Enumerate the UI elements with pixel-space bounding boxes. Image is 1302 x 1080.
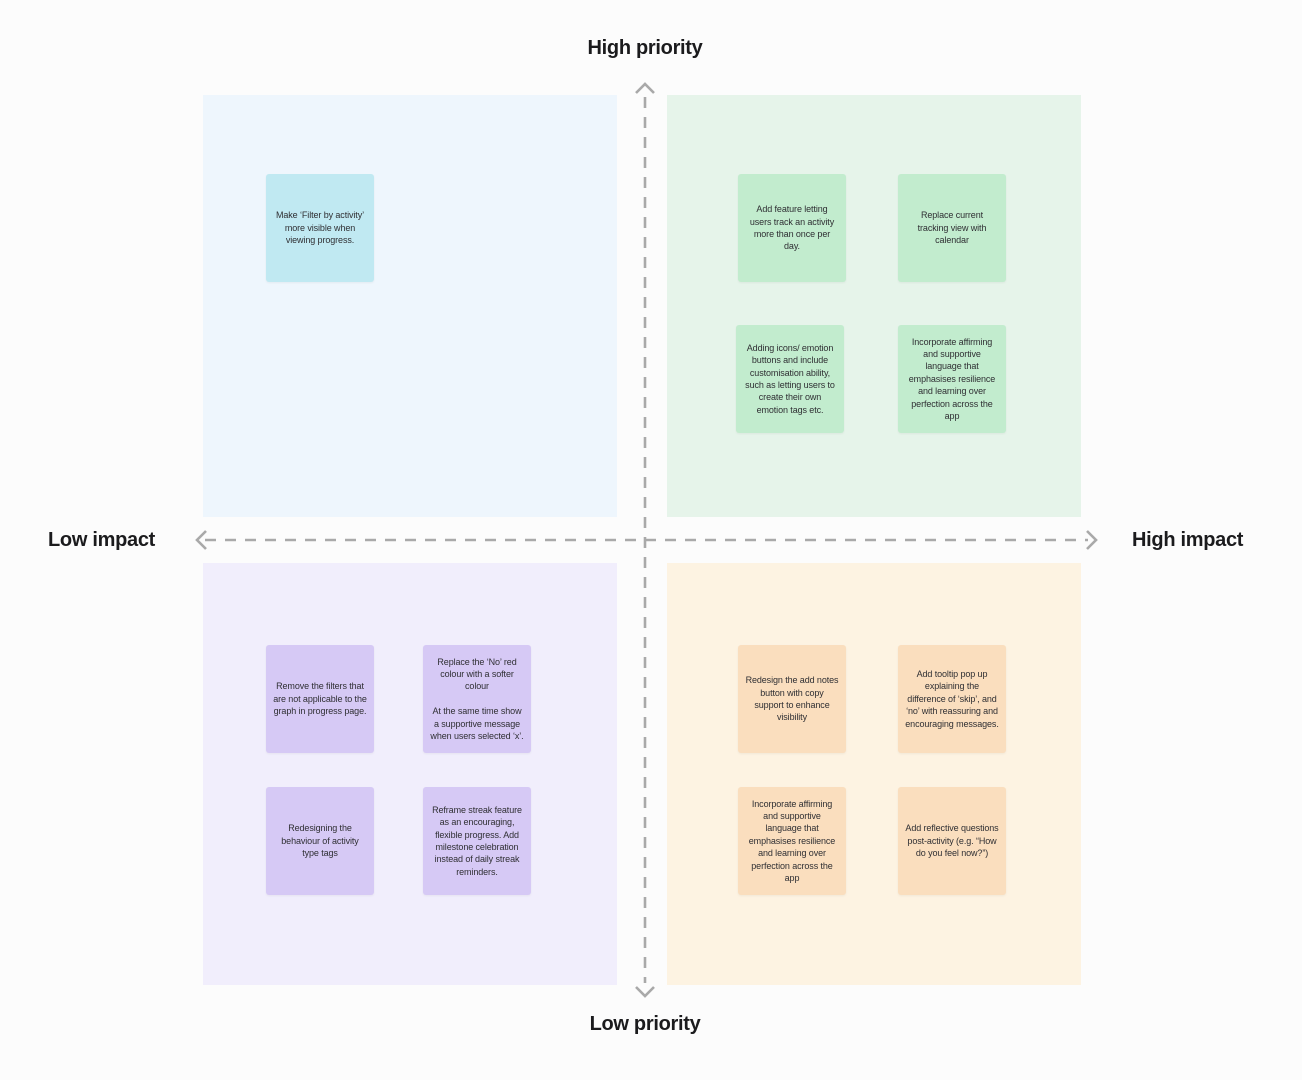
sticky-note[interactable]: Add feature letting users track an activ… bbox=[738, 174, 846, 282]
arrow-right-icon bbox=[1086, 530, 1098, 550]
sticky-note-text: Incorporate affirming and supportive lan… bbox=[748, 798, 836, 884]
quadrant-low-priority-low-impact: Remove the filters that are not applicab… bbox=[203, 563, 617, 985]
axis-label-low-priority: Low priority bbox=[589, 1013, 701, 1035]
sticky-note-text: Incorporate affirming and supportive lan… bbox=[908, 336, 996, 422]
sticky-note-text: Adding icons/ emotion buttons and includ… bbox=[745, 342, 835, 415]
quadrant-high-priority-high-impact: Add feature letting users track an activ… bbox=[667, 95, 1081, 517]
arrow-up-icon bbox=[635, 82, 655, 94]
arrow-down-icon bbox=[635, 986, 655, 998]
sticky-note[interactable]: Incorporate affirming and supportive lan… bbox=[738, 787, 846, 895]
sticky-note-text: Add reflective questions post-activity (… bbox=[905, 823, 999, 859]
sticky-note[interactable]: Replace current tracking view with calen… bbox=[898, 174, 1006, 282]
sticky-note[interactable]: Redesigning the behaviour of activity ty… bbox=[266, 787, 374, 895]
sticky-note-text: Add tooltip pop up explaining the differ… bbox=[905, 668, 999, 729]
sticky-note[interactable]: Add reflective questions post-activity (… bbox=[898, 787, 1006, 895]
quadrant-low-priority-high-impact: Redesign the add notes button with copy … bbox=[667, 563, 1081, 985]
sticky-note[interactable]: Replace the ‘No’ red colour with a softe… bbox=[423, 645, 531, 753]
sticky-note[interactable]: Remove the filters that are not applicab… bbox=[266, 645, 374, 753]
arrow-left-icon bbox=[195, 530, 207, 550]
sticky-note-text: Redesign the add notes button with copy … bbox=[745, 675, 839, 723]
sticky-note[interactable]: Add tooltip pop up explaining the differ… bbox=[898, 645, 1006, 753]
sticky-note-text: Redesigning the behaviour of activity ty… bbox=[281, 823, 359, 859]
axis-label-high-impact: High impact bbox=[1132, 529, 1244, 551]
quadrant-high-priority-low-impact: Make ‘Filter by activity’ more visible w… bbox=[203, 95, 617, 517]
sticky-note-text: Make ‘Filter by activity’ more visible w… bbox=[275, 210, 365, 246]
sticky-note[interactable]: Incorporate affirming and supportive lan… bbox=[898, 325, 1006, 433]
sticky-note[interactable]: Adding icons/ emotion buttons and includ… bbox=[736, 325, 844, 433]
sticky-note-text: Reframe streak feature as an encouraging… bbox=[432, 804, 522, 877]
axis-label-high-priority: High priority bbox=[587, 37, 703, 59]
axis-label-low-impact: Low impact bbox=[48, 529, 156, 551]
sticky-note[interactable]: Make ‘Filter by activity’ more visible w… bbox=[266, 174, 374, 282]
sticky-note-text: Replace the ‘No’ red colour with a softe… bbox=[430, 656, 524, 742]
sticky-note-text: Replace current tracking view with calen… bbox=[917, 210, 987, 246]
sticky-note-text: Remove the filters that are not applicab… bbox=[273, 681, 367, 717]
sticky-note[interactable]: Redesign the add notes button with copy … bbox=[738, 645, 846, 753]
sticky-note[interactable]: Reframe streak feature as an encouraging… bbox=[423, 787, 531, 895]
sticky-note-text: Add feature letting users track an activ… bbox=[749, 204, 835, 252]
